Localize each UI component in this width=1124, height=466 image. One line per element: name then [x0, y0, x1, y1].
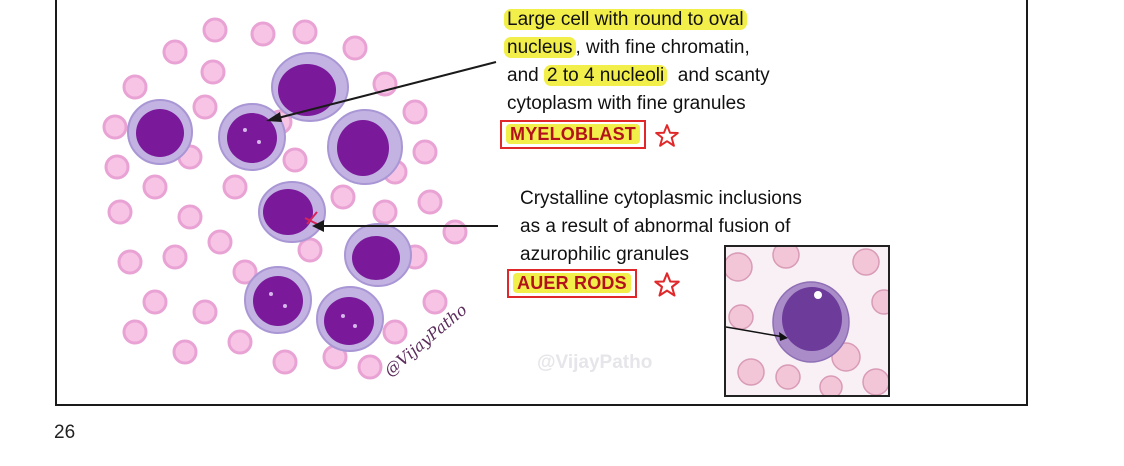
myeloblast-line-1: Large cell with round to oval: [504, 6, 747, 34]
myeloblast-label: MYELOBLAST: [506, 124, 640, 144]
page-number: 26: [54, 422, 76, 443]
auer-line-1: Crystalline cytoplasmic inclusions: [520, 188, 802, 209]
watermark: @VijayPatho: [537, 352, 653, 373]
auer-line-3: azurophilic granules: [520, 244, 689, 265]
auer-rods-label-box: AUER RODS: [507, 269, 637, 298]
blast-cell-auer: [258, 181, 326, 243]
myeloblast-line-3: and 2 to 4 nucleoli and scanty: [507, 62, 770, 90]
myeloblast-line-2: nucleus, with fine chromatin,: [504, 34, 750, 62]
myeloblast-line-3-post: and scanty: [667, 65, 770, 86]
myeloblast-cells: [127, 52, 412, 352]
blast-cell-7: [316, 286, 384, 352]
blast-cell-4: [327, 109, 403, 185]
star-outline-icon: [654, 272, 680, 297]
myeloblast-line-3-pre: and: [507, 65, 544, 86]
micrograph-inset: [724, 245, 890, 397]
nucleus-highlight: nucleus: [504, 37, 576, 58]
auer-line-2: as a result of abnormal fusion of: [520, 216, 791, 237]
nucleoli-highlight: 2 to 4 nucleoli: [543, 65, 668, 86]
myeloblast-line-2-rest: , with fine chromatin,: [575, 37, 750, 58]
blast-cell-1: [271, 52, 349, 122]
blood-smear-illustration: @VijayPatho: [102, 17, 471, 380]
blast-cell-2: [127, 99, 193, 165]
myeloblast-line-4: cytoplasm with fine granules: [507, 93, 746, 114]
blast-cell-6: [244, 266, 312, 334]
myeloblast-label-box: MYELOBLAST: [500, 120, 646, 149]
auer-rods-label: AUER RODS: [513, 273, 631, 293]
micrograph-image: [726, 247, 888, 395]
blast-cell-5: [344, 223, 412, 287]
myeloblast-line-1-text: Large cell with round to oval: [504, 9, 747, 30]
blast-cell-3: [218, 103, 286, 171]
slide-frame: [55, 0, 1028, 406]
star-outline-icon: [655, 124, 679, 147]
